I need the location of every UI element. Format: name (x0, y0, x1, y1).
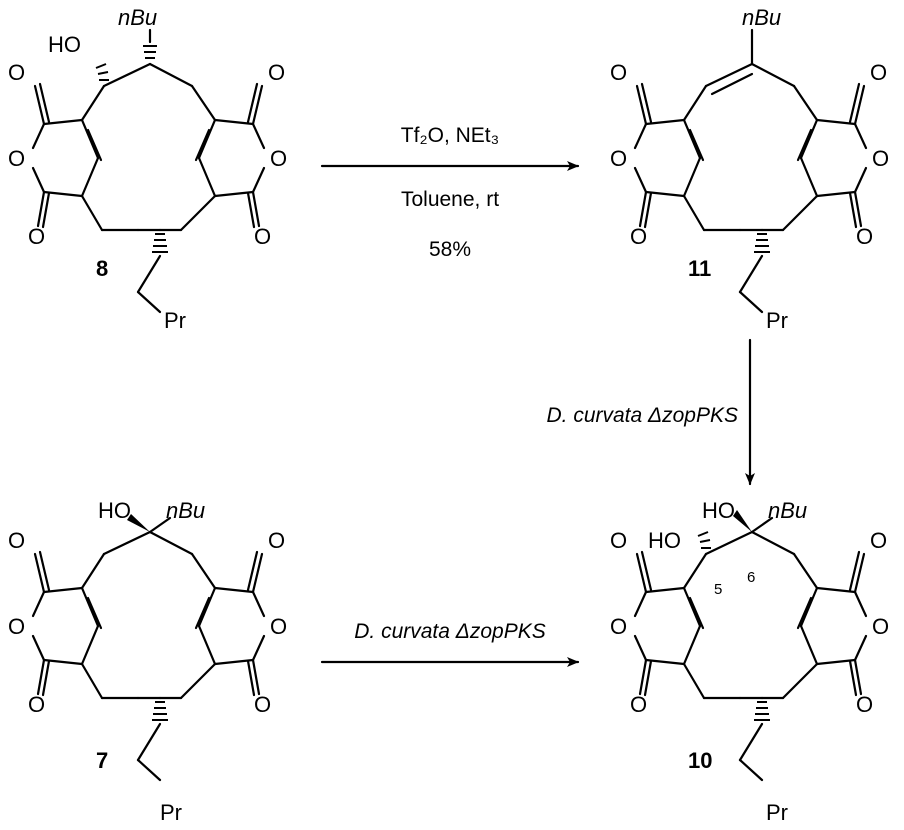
reaction-arrow-3: D. curvata ΔzopPKS (320, 620, 580, 667)
c11-carbonyl-o-3: O (870, 60, 887, 85)
c11-carbonyl-o-4: O (856, 224, 873, 249)
c10-carbonyl-o-4: O (856, 692, 873, 717)
c10-compound-number: 10 (688, 748, 712, 773)
arrow-2-condition: D. curvata ΔzopPKS (546, 404, 738, 427)
c8-ring-o-left: O (8, 146, 25, 171)
c7-carbonyl-o-3: O (268, 528, 285, 553)
c10-carbonyl-o-1: O (610, 528, 627, 553)
c10-carbonyl-o-2: O (630, 692, 647, 717)
reaction-arrow-1: Tf₂O, NEt₃ Toluene, rt 58% (320, 124, 580, 261)
c11-nbu-label: nBu (742, 5, 781, 30)
c10-locant-5: 5 (714, 581, 722, 598)
c8-pr-label: Pr (164, 308, 186, 333)
arrow-1-solvent: Toluene, rt (401, 188, 499, 211)
c10-ring-o-right: O (872, 614, 889, 639)
c7-ring-o-left: O (8, 614, 25, 639)
c11-ring-o-left: O (610, 146, 627, 171)
c8-carbonyl-o-2: O (28, 224, 45, 249)
compound-8: HO nBu O O O O O O Pr 8 (8, 5, 287, 333)
arrow-1-yield: 58% (429, 238, 471, 261)
c7-pr-label: Pr (160, 800, 182, 825)
c10-hydroxyl-6-label: HO (702, 498, 735, 523)
c11-compound-number: 11 (688, 256, 711, 281)
c10-pr-label: Pr (766, 800, 788, 825)
c7-carbonyl-o-1: O (8, 528, 25, 553)
c7-oh-wedge (127, 514, 150, 532)
c7-compound-number: 7 (96, 748, 108, 773)
c11-carbonyl-o-1: O (610, 60, 627, 85)
c10-locant-6: 6 (747, 569, 755, 586)
c8-nbu-label: nBu (118, 5, 157, 30)
c11-ring-o-right: O (872, 146, 889, 171)
c7-carbonyl-o-4: O (254, 692, 271, 717)
c10-ring-o-left: O (610, 614, 627, 639)
c8-carbonyl-o-4: O (254, 224, 271, 249)
compound-7: HO nBu O O O O O O Pr 7 (8, 498, 287, 825)
c8-carbonyl-o-3: O (268, 60, 285, 85)
c7-hydroxyl-label: HO (98, 498, 131, 523)
c7-nbu-label: nBu (166, 498, 205, 523)
c8-carbonyl-o-1: O (8, 60, 25, 85)
c8-compound-number: 8 (96, 256, 108, 281)
c10-carbonyl-o-3: O (870, 528, 887, 553)
compound-11: nBu O O O O O O Pr 11 (610, 5, 889, 333)
c11-pr-label: Pr (766, 308, 788, 333)
compound-10: HO HO nBu 5 6 O O O O O O Pr 10 (610, 498, 889, 825)
c7-carbonyl-o-2: O (28, 692, 45, 717)
c10-nbu-label: nBu (768, 498, 807, 523)
c8-hydroxyl-label: HO (48, 32, 81, 57)
reaction-arrow-2: D. curvata ΔzopPKS (546, 338, 755, 486)
c10-hydroxyl-5-label: HO (648, 528, 681, 553)
c10-oh-wedge (733, 510, 752, 532)
c7-ring-o-right: O (270, 614, 287, 639)
c8-ring-o-right: O (270, 146, 287, 171)
c11-carbonyl-o-2: O (630, 224, 647, 249)
arrow-3-condition: D. curvata ΔzopPKS (354, 620, 546, 643)
arrow-1-reagents: Tf₂O, NEt₃ (401, 124, 499, 147)
